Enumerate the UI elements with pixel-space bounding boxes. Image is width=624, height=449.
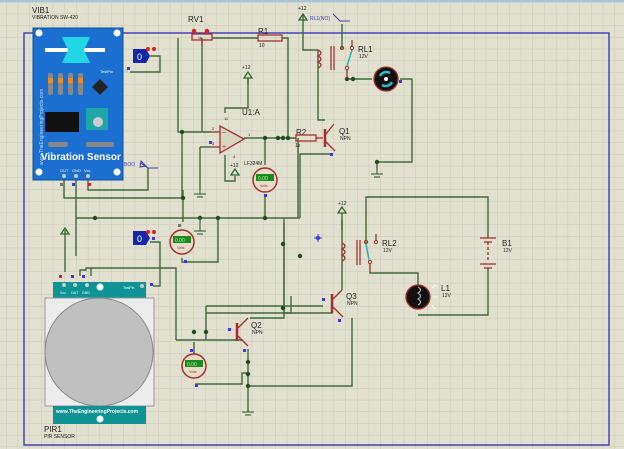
pir1-pin-out: OUT xyxy=(71,291,79,295)
supply-label-3: +12 xyxy=(298,6,307,12)
voltmeter-1[interactable]: 0.00 Volts xyxy=(252,167,278,197)
rl2-value: 12V xyxy=(383,248,393,254)
logic-state-toggle-2[interactable]: 0 xyxy=(133,230,156,245)
r2-ref: R2 xyxy=(296,128,307,137)
b1-ref: B1 xyxy=(502,239,512,248)
vib1-title: Vibration Sensor xyxy=(41,152,121,163)
u1-pin-4: 4 xyxy=(233,154,236,159)
voltmeter-3-reading: 0.00 xyxy=(187,362,197,368)
pir1-value: PIR SENSOR xyxy=(44,434,75,440)
vib1-website: www.TheEngineeringProjects.com xyxy=(39,89,45,165)
l1-value: 12V xyxy=(442,293,452,299)
svg-text:+: + xyxy=(222,144,226,151)
opamp-u1a[interactable]: U1:A − + 2 3 1 4 11 LF324M xyxy=(209,108,262,167)
pir1-pin-gnd: GND xyxy=(82,291,90,295)
relay-rl2[interactable]: RL2 12V xyxy=(340,234,397,272)
sheet-border xyxy=(23,32,610,446)
dc-motor[interactable] xyxy=(373,66,402,92)
supply-label-2: +12 xyxy=(230,163,239,169)
svg-text:BOO: BOO xyxy=(124,162,135,168)
wires xyxy=(63,14,489,412)
rl1-ref: RL1 xyxy=(358,45,373,54)
pir1-footer xyxy=(53,406,146,424)
q2-value: NPN xyxy=(252,330,263,336)
q3-ref: Q3 xyxy=(346,292,357,301)
pir1-pin-vcc: Vcc xyxy=(60,291,66,295)
rl1-value: 12V xyxy=(359,54,369,60)
voltmeter-1-reading: 0.00 xyxy=(258,176,268,182)
transistor-q3[interactable]: Q3 NPN xyxy=(322,289,358,322)
q1-ref: Q1 xyxy=(339,127,350,136)
relay-rl1[interactable]: RL1 12V xyxy=(316,40,373,79)
voltmeter-3-unit: Volts xyxy=(189,370,197,374)
vib1-pin-gnd: GND xyxy=(72,168,81,173)
logic-state-1-value: 0 xyxy=(137,52,142,62)
l1-ref: L1 xyxy=(441,284,450,293)
rl2-ref: RL2 xyxy=(382,239,397,248)
battery-b1[interactable]: B1 12V xyxy=(480,237,513,269)
potentiometer-rv1[interactable]: RV1 1k xyxy=(188,15,213,46)
svg-text:RL1(NO): RL1(NO) xyxy=(310,16,330,22)
junction-dots xyxy=(92,76,380,389)
vib1-pin-vcc: Vcc xyxy=(84,168,91,173)
u1-value: LF324M xyxy=(244,161,262,167)
vibration-sensor-vib1[interactable]: VIB1 VIBRATION SW-420 Vibration Sensor w… xyxy=(32,6,130,186)
vib1-value: VIBRATION SW-420 xyxy=(32,15,78,21)
supply-label-4: +12 xyxy=(338,201,347,207)
q2-ref: Q2 xyxy=(251,321,262,330)
transistor-q2[interactable]: Q2 NPN xyxy=(228,317,263,352)
vib1-testpin-label: TestPin xyxy=(100,69,113,74)
rv1-ref: RV1 xyxy=(188,15,204,24)
voltmeter-2-unit: Volts xyxy=(177,246,185,250)
pir1-website: www.TheEngineeringProjects.com xyxy=(55,409,139,415)
rv1-value: 1k xyxy=(198,36,202,40)
u1-pin-2: 2 xyxy=(212,126,215,131)
voltmeter-1-unit: Volts xyxy=(260,184,268,188)
net-label-rl1-no: RL1(NO) xyxy=(310,13,350,22)
q3-value: NPN xyxy=(347,301,358,307)
logic-state-toggle-1[interactable]: 0 xyxy=(133,47,156,63)
net-label-boo: BOO xyxy=(124,159,158,169)
window-top-edge xyxy=(0,0,624,2)
r2-value: 1k xyxy=(295,143,301,149)
u1-pin-1: 1 xyxy=(248,132,251,137)
pir1-lens xyxy=(44,297,154,407)
voltmeter-2-reading: 0.00 xyxy=(175,238,185,244)
pir-sensor-pir1[interactable]: Vcc OUT GND TestPin www.TheEngineeringPr… xyxy=(44,275,155,440)
r1-value: 10 xyxy=(259,43,265,49)
cursor-crosshair xyxy=(314,234,322,242)
power-terminals xyxy=(59,12,348,235)
q1-value: NPN xyxy=(340,136,351,142)
u1-pin-3: 3 xyxy=(212,141,215,146)
lamp-l1[interactable]: L1 12V xyxy=(405,284,452,310)
svg-text:−: − xyxy=(222,130,226,137)
ground-symbols xyxy=(194,170,383,416)
vib1-pin-out: OUT xyxy=(60,168,69,173)
voltmeter-2[interactable]: 0.00 Volts xyxy=(169,224,195,263)
voltmeter-3[interactable]: 0.00 Volts xyxy=(181,349,207,387)
u1-pin-11: 11 xyxy=(224,116,229,121)
resistor-r1[interactable]: R1 10 xyxy=(257,27,283,49)
b1-value: 12V xyxy=(503,248,513,254)
supply-label-1: +12 xyxy=(242,65,251,71)
logic-state-2-value: 0 xyxy=(137,234,142,244)
pir1-ref: PIR1 xyxy=(44,425,62,434)
vib1-ref: VIB1 xyxy=(32,6,50,15)
r1-ref: R1 xyxy=(258,27,269,36)
transistor-q1[interactable]: Q1 NPN xyxy=(316,123,351,156)
u1-ref: U1:A xyxy=(242,108,260,117)
pir1-testpin-label: TestPin xyxy=(123,286,135,290)
